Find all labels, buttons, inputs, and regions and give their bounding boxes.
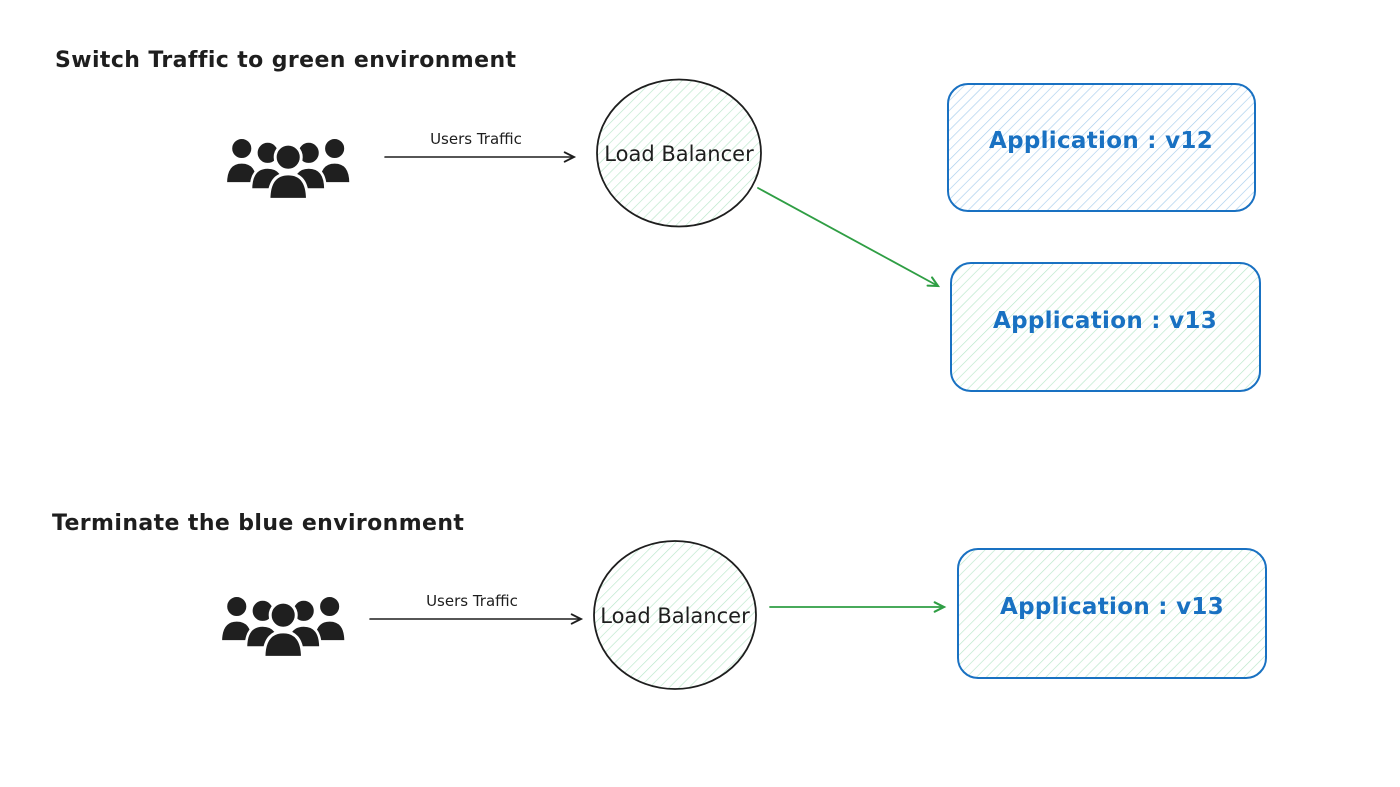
section-terminate-blue: Terminate the blue environment Users Tra… xyxy=(52,511,1267,690)
users-traffic-label: Users Traffic xyxy=(430,130,522,148)
application-v13-node: Application : v13 xyxy=(950,262,1261,392)
load-balancer-node: Load Balancer xyxy=(593,540,757,690)
load-balancer-node: Load Balancer xyxy=(596,78,762,228)
section-title: Terminate the blue environment xyxy=(52,511,464,536)
section-title: Switch Traffic to green environment xyxy=(55,48,517,73)
load-balancer-label: Load Balancer xyxy=(600,604,750,628)
users-traffic-label: Users Traffic xyxy=(426,592,518,610)
application-v13-label: Application : v13 xyxy=(993,308,1217,334)
application-v13-node: Application : v13 xyxy=(957,548,1267,679)
load-balancer-label: Load Balancer xyxy=(604,142,754,166)
application-v13-label: Application : v13 xyxy=(1000,594,1224,620)
application-v12-label: Application : v12 xyxy=(989,128,1213,154)
lb-to-v13-arrow xyxy=(757,187,938,286)
users-group-icon xyxy=(221,596,346,658)
section-switch-traffic: Switch Traffic to green environment User… xyxy=(55,48,1261,392)
users-group-icon xyxy=(226,138,351,200)
application-v12-node: Application : v12 xyxy=(947,83,1256,212)
